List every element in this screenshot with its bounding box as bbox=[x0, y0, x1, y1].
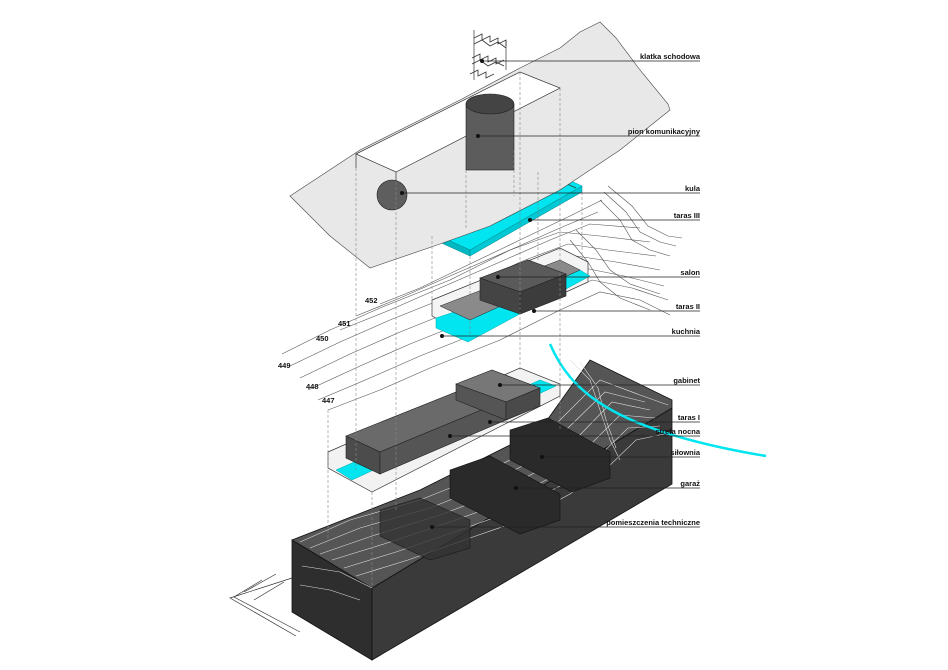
projection-lines bbox=[327, 72, 583, 588]
callout-pomieszczenia-techniczne: pomieszczenia techniczne bbox=[430, 518, 700, 529]
label-klatka-schodowa: klatka schodowa bbox=[640, 52, 701, 61]
cyan-arc-line bbox=[548, 343, 767, 458]
label-kula: kula bbox=[685, 184, 701, 193]
callout-kuchnia: kuchnia bbox=[440, 327, 701, 338]
callout-silownia: siłownia bbox=[540, 448, 701, 459]
label-salon: salon bbox=[680, 268, 700, 277]
label-strefa-nocna: strefa nocna bbox=[655, 427, 700, 436]
label-garaz: garaż bbox=[680, 479, 700, 488]
top-terrain-sheet bbox=[289, 21, 671, 269]
callout-taras-ii: taras II bbox=[532, 302, 700, 313]
label-pion-komunikacyjny: pion komunikacyjny bbox=[628, 127, 701, 136]
callout-strefa-nocna: strefa nocna bbox=[448, 427, 701, 438]
callout-garaz: garaż bbox=[514, 479, 700, 490]
elevation-449: 449 bbox=[278, 361, 291, 370]
label-taras-ii: taras II bbox=[676, 302, 700, 311]
elevation-448: 448 bbox=[306, 382, 319, 391]
staircase-icon bbox=[469, 30, 507, 80]
callout-klatka-schodowa: klatka schodowa bbox=[480, 52, 701, 63]
callout-taras-iii: taras III bbox=[528, 211, 700, 222]
callout-pion-komunikacyjny: pion komunikacyjny bbox=[476, 127, 701, 138]
callout-taras-i: taras I bbox=[488, 413, 700, 424]
label-silownia: siłownia bbox=[670, 448, 700, 457]
middle-floor-level bbox=[431, 247, 591, 343]
elevation-452: 452 bbox=[365, 296, 378, 305]
label-gabinet: gabinet bbox=[673, 376, 700, 385]
base-terrain-block bbox=[229, 359, 673, 661]
elevation-447: 447 bbox=[322, 396, 335, 405]
elevation-450: 450 bbox=[316, 334, 329, 343]
label-kuchnia: kuchnia bbox=[672, 327, 701, 336]
elevation-451: 451 bbox=[338, 319, 351, 328]
label-taras-iii: taras III bbox=[674, 211, 700, 220]
callout-salon: salon bbox=[496, 268, 700, 279]
label-taras-i: taras I bbox=[678, 413, 700, 422]
elevation-labels: 452 451 450 449 448 447 bbox=[278, 296, 378, 405]
label-pomieszczenia-techniczne: pomieszczenia techniczne bbox=[606, 518, 700, 527]
callout-kula: kula bbox=[400, 184, 701, 195]
callout-gabinet: gabinet bbox=[498, 376, 700, 387]
